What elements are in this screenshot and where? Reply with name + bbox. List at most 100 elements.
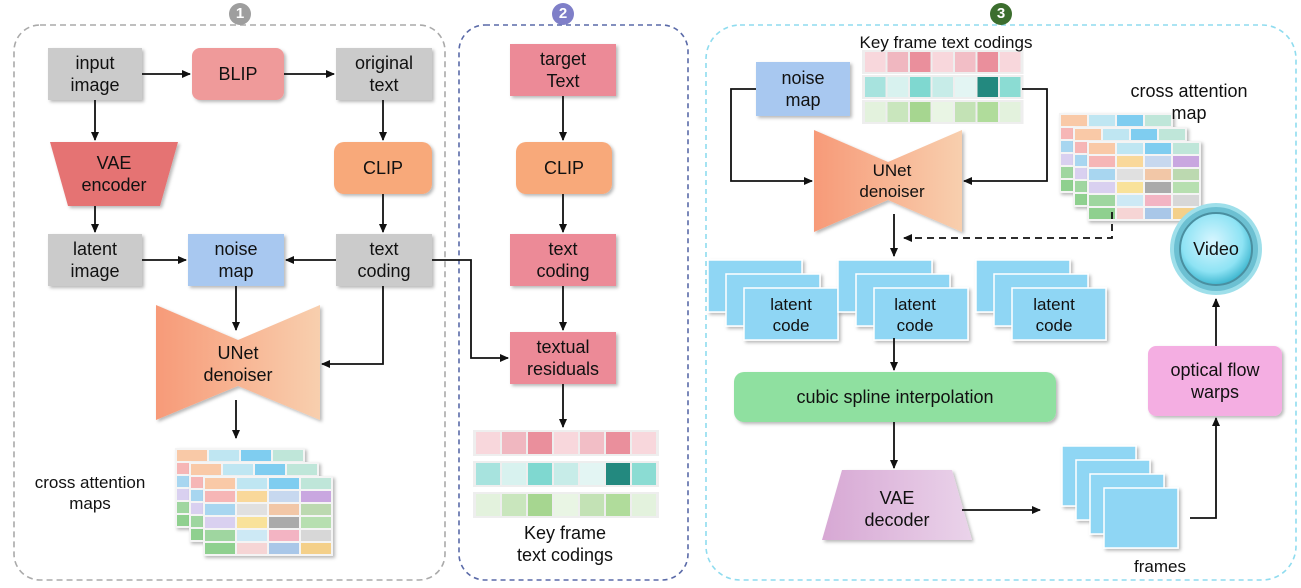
att1-cell	[177, 450, 207, 461]
kf3-cell	[910, 52, 931, 72]
noise-map-label-1: noise map	[214, 239, 258, 281]
att1-cell	[301, 478, 331, 489]
att1-cell	[205, 491, 235, 502]
att1-cell	[269, 543, 299, 554]
unet-label-1: UNet denoiser	[203, 343, 273, 385]
att1-cell	[269, 504, 299, 515]
att1-cell	[301, 530, 331, 541]
att1-cell	[223, 464, 253, 475]
att1-cell	[301, 491, 331, 502]
cross-attention-map-stack	[1059, 113, 1201, 221]
att3-cell	[1103, 129, 1129, 140]
latent-code-label-1: latent code	[770, 295, 812, 335]
noise-map-box-1	[188, 234, 284, 286]
att3-cell	[1173, 156, 1199, 167]
att1-cell	[205, 478, 235, 489]
input-image-label: input image	[70, 53, 120, 95]
blip-box	[192, 48, 284, 100]
panel-3-number: 3	[990, 3, 1012, 25]
att3-cell	[1089, 169, 1115, 180]
panel-1-border	[13, 24, 446, 581]
cubic-spline-box	[734, 372, 1056, 422]
latent-image-label: latent image	[70, 239, 120, 281]
clip-label-1: CLIP	[362, 158, 404, 178]
att3-cell	[1131, 129, 1157, 140]
panel-3-border	[705, 24, 1297, 581]
arrow-frames-to-optical	[1190, 417, 1220, 519]
kf3-cell	[1000, 77, 1021, 97]
att1-cell	[205, 530, 235, 541]
kf2-cell	[554, 432, 578, 454]
att1-cell	[269, 530, 299, 541]
clip-box-1	[334, 142, 432, 194]
att3-cell	[1173, 208, 1199, 219]
clip-box-2	[516, 142, 612, 194]
kf3-cell	[932, 102, 953, 122]
att1-cell	[269, 478, 299, 489]
att3-cell	[1173, 182, 1199, 193]
att3-cell	[1089, 208, 1115, 219]
kf3-cell	[932, 52, 953, 72]
att1-cell	[301, 504, 331, 515]
optical-flow-box	[1148, 346, 1282, 416]
kf2-cell	[632, 463, 656, 485]
att1-cell	[269, 517, 299, 528]
input-image-box	[48, 48, 142, 100]
att3-cell	[1145, 169, 1171, 180]
key-frame-codings-grid-2	[473, 430, 659, 518]
kf2-cell	[632, 494, 656, 516]
cross-attention-map-label: cross attention map	[1130, 81, 1248, 123]
kf3-cell	[910, 77, 931, 97]
arrow-attention-dashed	[903, 212, 1113, 242]
kf3-cell	[1000, 102, 1021, 122]
textual-residuals-box	[510, 332, 616, 384]
key-frame-codings-label-2: Key frame text codings	[516, 523, 614, 565]
kf2-cell	[502, 463, 526, 485]
att1-cell	[287, 464, 317, 475]
unet-shape-1	[156, 305, 320, 420]
kf2-cell	[632, 432, 656, 454]
att3-cell	[1173, 143, 1199, 154]
text-coding-label-2: text coding	[536, 239, 590, 281]
att1-cell	[237, 517, 267, 528]
att3-cell	[1117, 156, 1143, 167]
att1-cell	[237, 530, 267, 541]
kf3-cell	[865, 77, 886, 97]
att3-cell	[1145, 143, 1171, 154]
frame-layer	[1103, 487, 1179, 549]
att1-cell	[255, 464, 285, 475]
kf3-cell	[932, 77, 953, 97]
original-text-box	[336, 48, 432, 100]
cross-attention-maps-stack	[175, 448, 333, 556]
att3-cell	[1117, 182, 1143, 193]
att1-cell	[237, 543, 267, 554]
vae-encoder-label: VAE encoder	[81, 153, 147, 195]
latent-code-label-3: latent code	[1033, 295, 1075, 335]
att1-cell	[273, 450, 303, 461]
unet-label-3: UNet denoiser	[859, 161, 925, 201]
kf2-cell	[476, 494, 500, 516]
kf3-cell	[865, 52, 886, 72]
att3-cell	[1117, 169, 1143, 180]
kf3-cell	[887, 52, 908, 72]
att1-cell	[269, 491, 299, 502]
att1-layer	[203, 476, 333, 556]
kf2-cell	[528, 494, 552, 516]
att1-cell	[205, 504, 235, 515]
kf3-cell	[955, 52, 976, 72]
arrow-textcoding-to-unet	[321, 286, 384, 368]
att3-cell	[1061, 115, 1087, 126]
kf2-cell	[606, 432, 630, 454]
arrow-noise-to-unet-3	[730, 88, 813, 185]
att3-cell	[1089, 182, 1115, 193]
kf2-cell	[528, 463, 552, 485]
att3-cell	[1089, 143, 1115, 154]
att1-cell	[301, 517, 331, 528]
kf3-cell	[955, 77, 976, 97]
key-frame-codings-label-3: Key frame text codings	[859, 33, 1033, 52]
kf2-cell	[502, 494, 526, 516]
arrow-textcoding-to-residuals	[432, 259, 509, 362]
latent-code-label-2: latent code	[894, 295, 936, 335]
key-frame-codings-grid-3	[862, 50, 1024, 124]
